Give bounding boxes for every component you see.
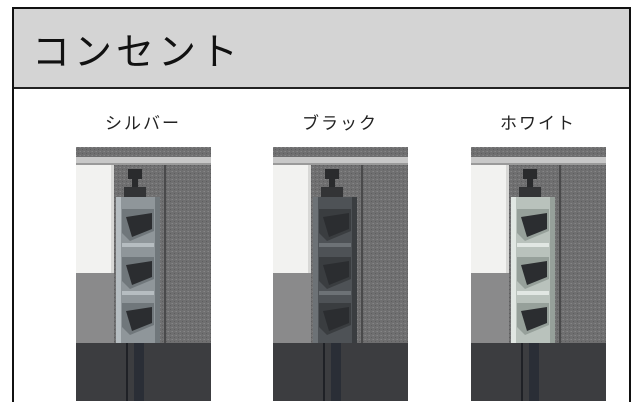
product-label-black: ブラック	[302, 114, 378, 134]
outlet-photo-black	[273, 147, 408, 401]
product-label-silver: シルバー	[105, 114, 181, 134]
page-title: コンセント	[32, 29, 243, 74]
outlet-illustration	[273, 147, 408, 401]
outlet-illustration	[76, 147, 211, 401]
outlet-illustration	[471, 147, 606, 401]
content-frame: コンセント シルバー ブラック	[12, 7, 631, 402]
title-bar: コンセント	[14, 9, 629, 89]
product-label-white: ホワイト	[500, 114, 576, 134]
outlet-photo-white	[471, 147, 606, 401]
outlet-photo-silver	[76, 147, 211, 401]
